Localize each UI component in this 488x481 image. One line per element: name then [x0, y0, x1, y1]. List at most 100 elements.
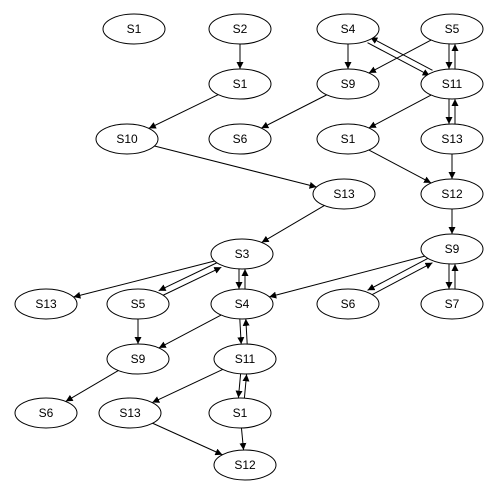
- edge-n17-to-n14: [161, 266, 222, 297]
- edge-n12-to-n14: [261, 205, 325, 243]
- state-node-label: S12: [441, 187, 463, 201]
- state-node: S12: [213, 449, 277, 481]
- state-node-shape: [208, 68, 272, 100]
- edge-n21-to-n23: [65, 370, 119, 402]
- edge-n8-to-n10: [368, 94, 432, 129]
- state-node-label: S6: [341, 297, 356, 311]
- state-node: S4: [316, 13, 380, 45]
- state-node: S5: [106, 288, 170, 320]
- edge-n14-to-n17: [158, 261, 219, 292]
- state-node-label: S10: [116, 132, 138, 146]
- state-node: S1: [208, 68, 272, 100]
- state-node-shape: [316, 288, 380, 320]
- state-node: S7: [420, 288, 484, 320]
- edge-n22-to-n24: [152, 368, 223, 404]
- state-node: S9: [106, 343, 170, 375]
- state-node-label: S9: [445, 242, 460, 256]
- state-node-shape: [312, 178, 376, 210]
- state-node-label: S1: [341, 132, 356, 146]
- state-node: S6: [14, 397, 78, 429]
- state-node-label: S12: [234, 458, 256, 472]
- edge-n25-to-n26: [239, 427, 247, 451]
- state-node-shape: [208, 397, 272, 429]
- edge-n14-to-n16: [73, 260, 215, 299]
- state-node-shape: [98, 397, 162, 429]
- state-node: S6: [316, 288, 380, 320]
- state-node-label: S5: [131, 297, 146, 311]
- edge-n22-to-n18: [242, 318, 250, 344]
- state-node-shape: [102, 13, 166, 45]
- state-node-shape: [213, 343, 277, 375]
- state-node: S6: [208, 123, 272, 155]
- state-node: S13: [14, 288, 78, 320]
- state-node: S10: [95, 123, 159, 155]
- state-node-label: S9: [131, 352, 146, 366]
- state-node-shape: [213, 449, 277, 481]
- state-node: S13: [98, 397, 162, 429]
- state-node-shape: [420, 233, 484, 265]
- state-node-label: S4: [235, 297, 250, 311]
- state-node: S4: [210, 288, 274, 320]
- state-node-shape: [106, 288, 170, 320]
- state-node-label: S11: [442, 77, 463, 91]
- state-node-label: S13: [35, 297, 57, 311]
- state-node-label: S4: [341, 22, 356, 36]
- state-node: S2: [208, 13, 272, 45]
- state-node-shape: [420, 68, 484, 100]
- state-node-label: S5: [445, 22, 460, 36]
- state-node-shape: [210, 238, 274, 270]
- state-node: S3: [210, 238, 274, 270]
- edge-n19-to-n15: [370, 262, 433, 297]
- state-node-shape: [208, 123, 272, 155]
- state-node-label: S1: [127, 22, 142, 36]
- edge-n24-to-n26: [152, 422, 223, 456]
- state-node-label: S7: [445, 297, 460, 311]
- state-node-label: S1: [233, 77, 248, 91]
- state-node-shape: [14, 288, 78, 320]
- state-node: S13: [420, 123, 484, 155]
- state-node-shape: [420, 178, 484, 210]
- state-node: S1: [102, 13, 166, 45]
- state-node-shape: [14, 397, 78, 429]
- edge-n15-to-n19: [367, 256, 430, 291]
- edge-n22-to-n25: [235, 373, 243, 398]
- state-node: S12: [420, 178, 484, 210]
- state-node: S11: [420, 68, 484, 100]
- edge-n7-to-n9: [261, 94, 327, 129]
- state-node-shape: [316, 13, 380, 45]
- edge-n6-to-n7: [368, 39, 432, 74]
- edge-n8-to-n5: [370, 36, 433, 71]
- state-node-label: S13: [441, 132, 463, 146]
- state-node-label: S13: [333, 187, 355, 201]
- state-node-shape: [420, 123, 484, 155]
- state-node-shape: [95, 123, 159, 155]
- state-node-shape: [316, 123, 380, 155]
- state-node: S11: [213, 343, 277, 375]
- state-node-label: S3: [235, 247, 250, 261]
- state-node-shape: [106, 343, 170, 375]
- state-node-label: S11: [235, 352, 256, 366]
- state-node: S5: [420, 13, 484, 45]
- state-node-shape: [208, 13, 272, 45]
- state-node: S9: [316, 68, 380, 100]
- state-node-label: S2: [233, 22, 248, 36]
- edge-n10-to-n13: [368, 149, 432, 184]
- state-node: S13: [312, 178, 376, 210]
- state-node-label: S6: [233, 132, 248, 146]
- state-node-label: S13: [119, 406, 141, 420]
- state-node-shape: [420, 288, 484, 320]
- state-node-shape: [210, 288, 274, 320]
- state-node-shape: [420, 13, 484, 45]
- state-node: S1: [316, 123, 380, 155]
- edge-n4-to-n12: [154, 145, 317, 189]
- edges-layer: [65, 36, 459, 456]
- state-node-label: S1: [233, 406, 248, 420]
- edge-n3-to-n4: [148, 94, 219, 129]
- state-node-label: S6: [39, 406, 54, 420]
- edge-n18-to-n21: [158, 314, 222, 349]
- edge-n18-to-n22: [237, 319, 245, 345]
- edge-n25-to-n22: [242, 374, 250, 399]
- state-node: S9: [420, 233, 484, 265]
